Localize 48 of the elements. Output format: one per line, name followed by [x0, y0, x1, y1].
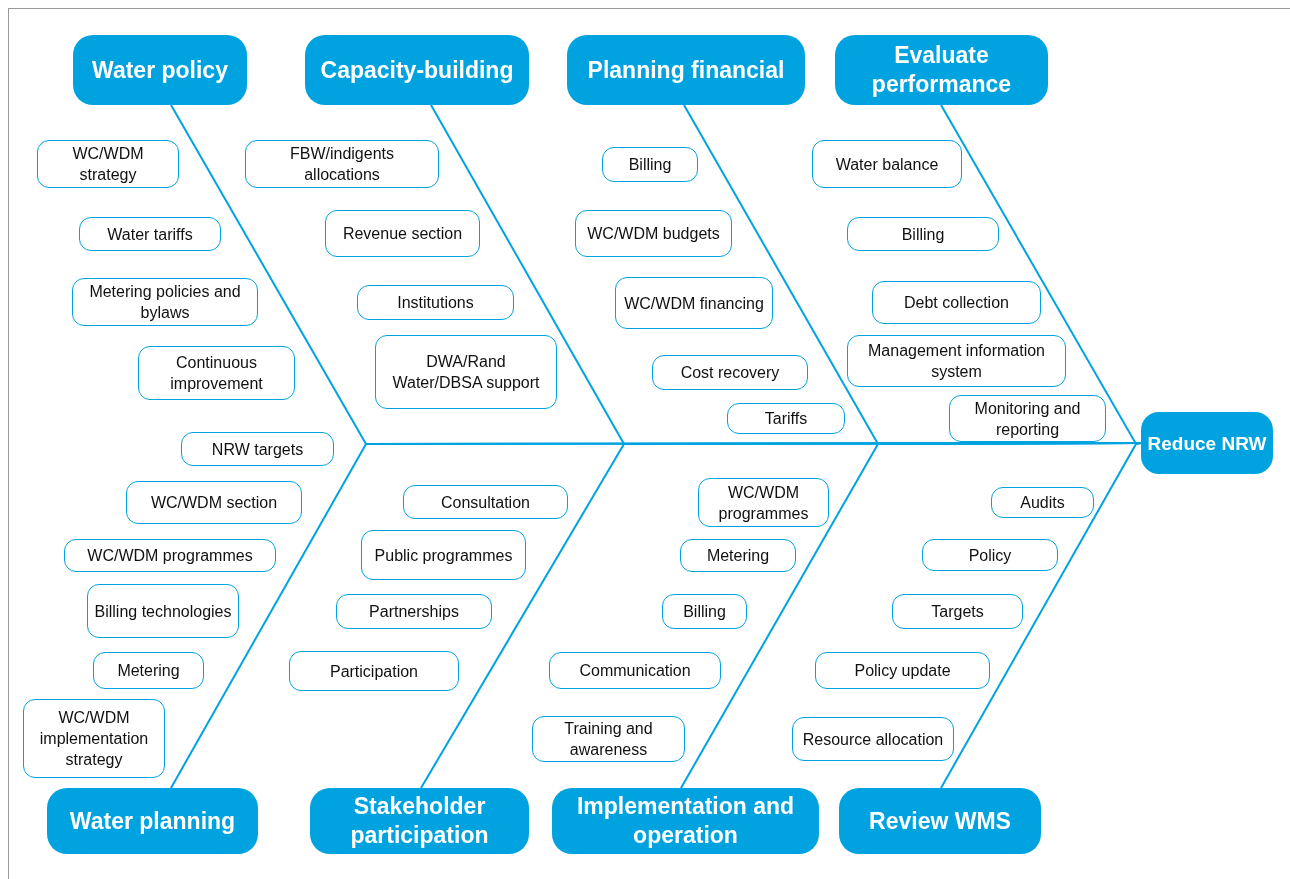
cause-box: Tariffs — [727, 403, 845, 434]
category-box: Water planning — [47, 788, 258, 854]
cause-box: Audits — [991, 487, 1094, 518]
category-box: Water policy — [73, 35, 247, 105]
cause-box: FBW/indigents allocations — [245, 140, 439, 188]
cause-box: Resource allocation — [792, 717, 954, 761]
cause-box: Metering policies and bylaws — [72, 278, 258, 326]
cause-box: WC/WDM programmes — [64, 539, 276, 572]
cause-box: NRW targets — [181, 432, 334, 466]
category-box: Implementation and operation — [552, 788, 819, 854]
cause-box: Communication — [549, 652, 721, 689]
cause-box: Metering — [93, 652, 204, 689]
cause-box: Water tariffs — [79, 217, 221, 251]
category-box: Stakeholder participation — [310, 788, 529, 854]
cause-box: Institutions — [357, 285, 514, 320]
cause-box: Revenue section — [325, 210, 480, 257]
cause-box: DWA/Rand Water/DBSA support — [375, 335, 557, 409]
cause-box: Targets — [892, 594, 1023, 629]
cause-box: Management information system — [847, 335, 1066, 387]
cause-box: Training and awareness — [532, 716, 685, 762]
cause-box: WC/WDM programmes — [698, 478, 829, 527]
category-box: Evaluate performance — [835, 35, 1048, 105]
cause-box: WC/WDM strategy — [37, 140, 179, 188]
cause-box: Continuous improvement — [138, 346, 295, 400]
cause-box: Cost recovery — [652, 355, 808, 390]
cause-box: Metering — [680, 539, 796, 572]
category-box: Planning financial — [567, 35, 805, 105]
cause-box: Debt collection — [872, 281, 1041, 324]
cause-box: WC/WDM budgets — [575, 210, 732, 257]
cause-box: Public programmes — [361, 530, 526, 580]
cause-box: Water balance — [812, 140, 962, 188]
cause-box: WC/WDM implementation strategy — [23, 699, 165, 778]
category-box: Capacity-building — [305, 35, 529, 105]
cause-box: Monitoring and reporting — [949, 395, 1106, 442]
fishbone-line — [940, 442, 1142, 789]
cause-box: Partnerships — [336, 594, 492, 629]
cause-box: Billing technologies — [87, 584, 239, 638]
cause-box: WC/WDM section — [126, 481, 302, 524]
category-box: Review WMS — [839, 788, 1041, 854]
cause-box: Billing — [662, 594, 747, 629]
cause-box: WC/WDM financing — [615, 277, 773, 329]
effect-box: Reduce NRW — [1141, 412, 1273, 474]
cause-box: Billing — [602, 147, 698, 182]
cause-box: Participation — [289, 651, 459, 691]
cause-box: Consultation — [403, 485, 568, 519]
cause-box: Billing — [847, 217, 999, 251]
cause-box: Policy update — [815, 652, 990, 689]
cause-box: Policy — [922, 539, 1058, 571]
